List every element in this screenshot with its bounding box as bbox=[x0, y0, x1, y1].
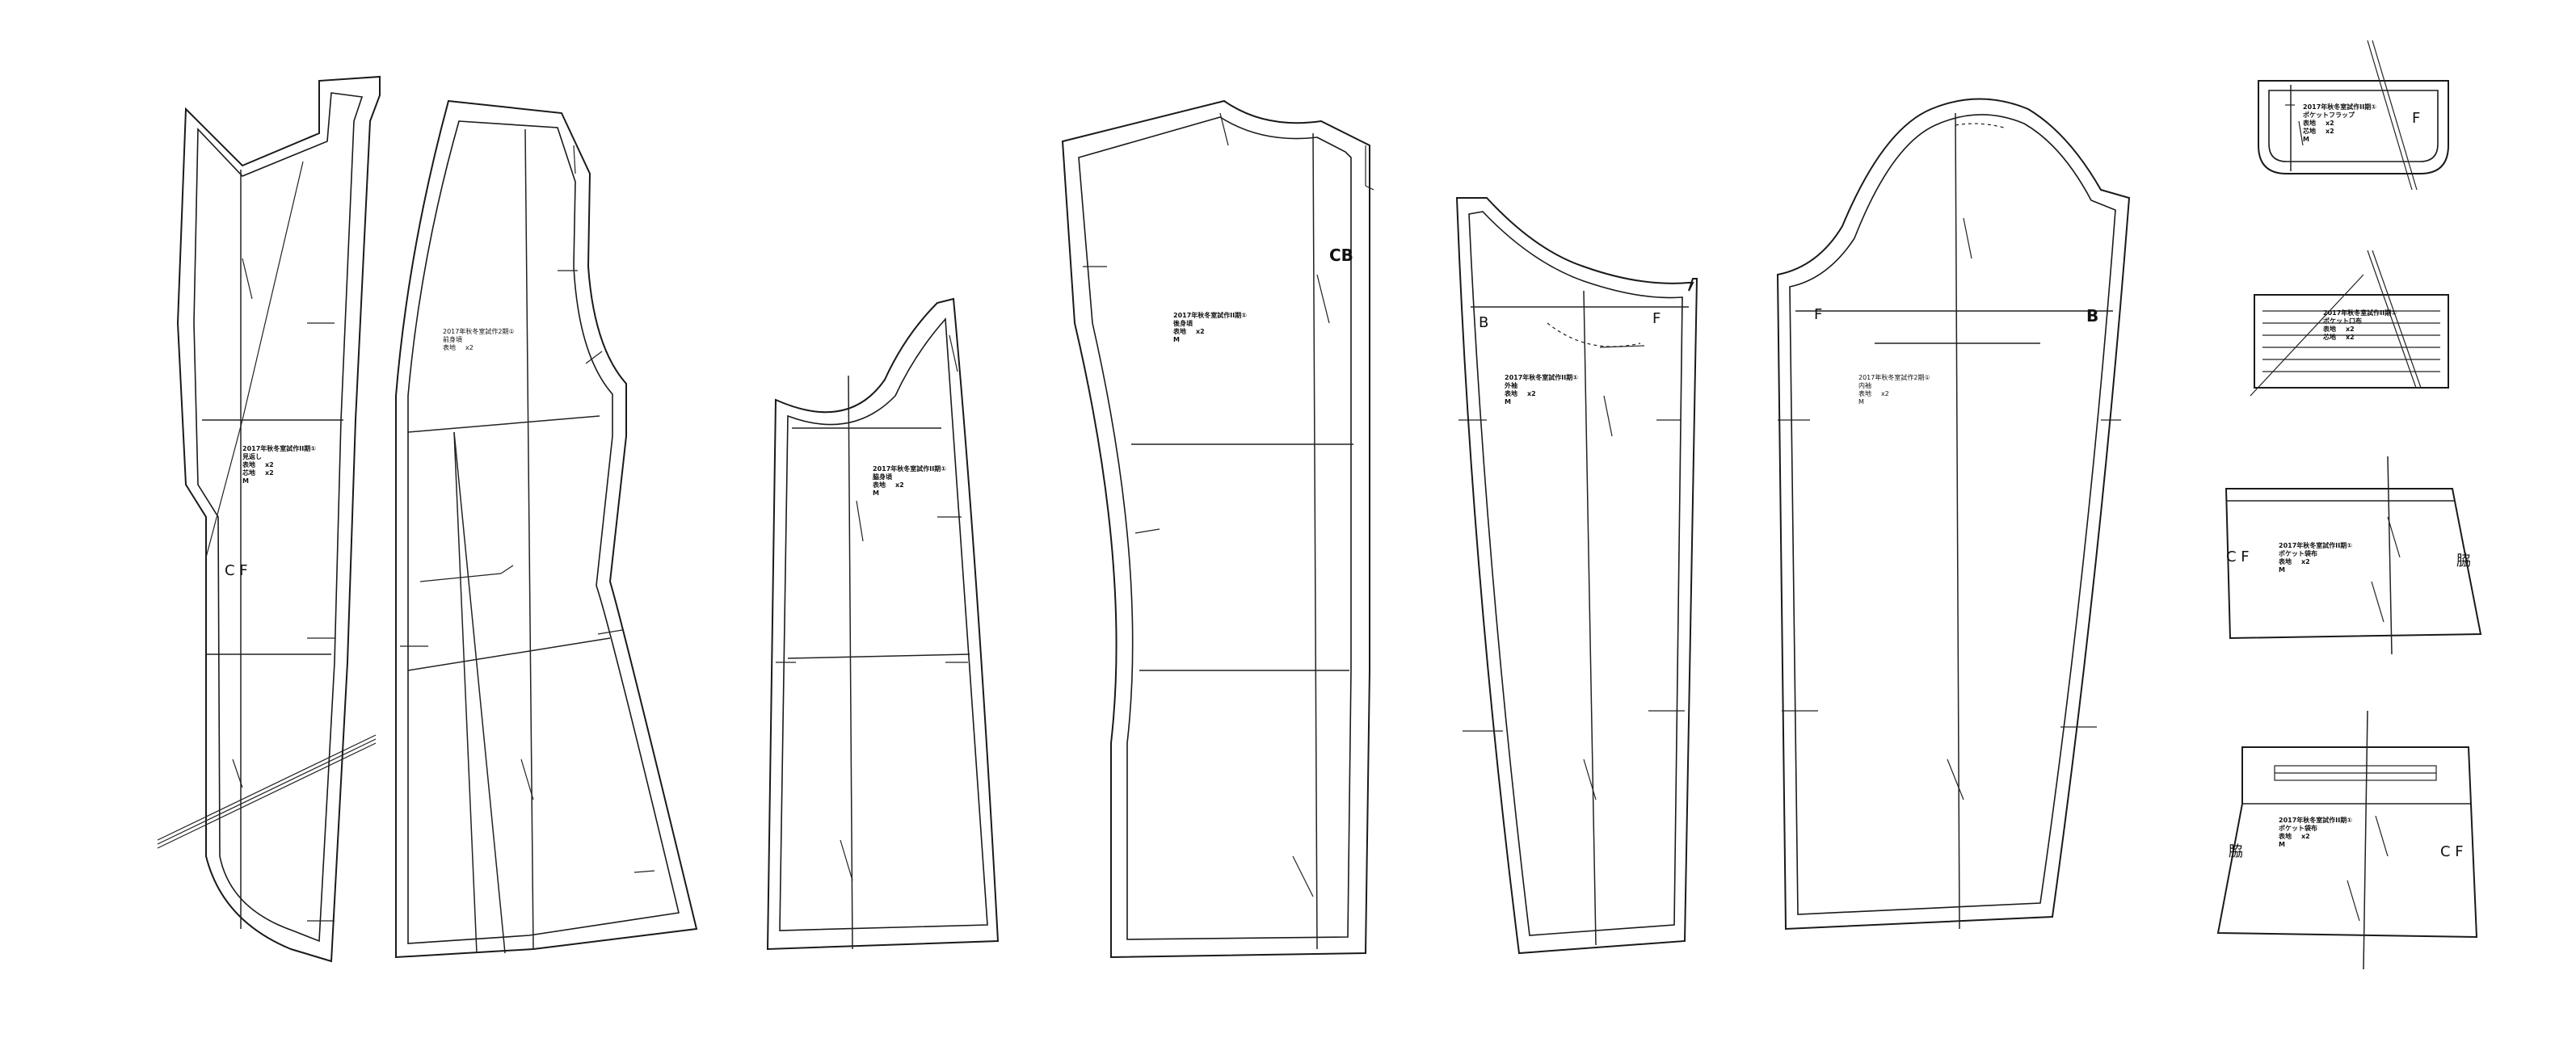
label-pattern-name: 2017年秋冬室試作II期① bbox=[2279, 816, 2352, 824]
label-fabric: 表地 bbox=[872, 481, 886, 489]
label-qty: x2 bbox=[2346, 334, 2355, 341]
label-qty: x2 bbox=[2326, 120, 2334, 127]
label-pattern-name: 2017年秋冬室試作II期① bbox=[2303, 103, 2376, 111]
label-pattern-name: 2017年秋冬室試作II期① bbox=[1173, 311, 1247, 319]
label-qty: x2 bbox=[465, 344, 474, 351]
label-size: M bbox=[2279, 566, 2285, 574]
label-size: M bbox=[2303, 136, 2309, 143]
mark-front: F bbox=[1652, 310, 1661, 327]
mark-center-back: CB bbox=[1329, 246, 1353, 265]
label-size: M bbox=[1505, 398, 1511, 405]
label-piece-name: 見返し bbox=[242, 452, 262, 460]
label-pattern-name: 2017年秋冬室試作II期① bbox=[2279, 541, 2352, 549]
label-piece-name: 後身頃 bbox=[1173, 319, 1193, 327]
label-lining: 芯地 bbox=[2323, 333, 2336, 341]
label-fabric: 表地 bbox=[1504, 389, 1517, 397]
label-size: M bbox=[873, 489, 879, 497]
label-qty: x2 bbox=[2301, 833, 2310, 840]
pattern-piece-front-body: 2017年秋冬室試作2期① 前身頃 表地 x2 bbox=[395, 99, 698, 959]
label-qty: x2 bbox=[1527, 390, 1536, 397]
label-pattern-name: 2017年秋冬室試作II期① bbox=[242, 444, 316, 452]
pattern-piece-back-body: 2017年秋冬室試作II期① 後身頃 表地 x2 M CB bbox=[1061, 99, 1374, 959]
pattern-piece-upper-sleeve: F B 2017年秋冬室試作2期① 内袖 表地 x2 M bbox=[1776, 98, 2131, 931]
label-size: M bbox=[242, 477, 249, 485]
label-qty: x2 bbox=[1881, 390, 1889, 397]
label-fabric: 表地 bbox=[2278, 832, 2292, 840]
label-pattern-name: 2017年秋冬室試作II期① bbox=[1505, 373, 1578, 381]
label-piece-name: ポケットフラップ bbox=[2303, 111, 2355, 119]
label-piece-name: 前身頃 bbox=[443, 335, 462, 343]
mark-front: F bbox=[2412, 110, 2420, 127]
pattern-piece-pocket-welt: 2017年秋冬室試作II期① ポケット口布 表地 x2 芯地 x2 bbox=[2250, 250, 2449, 397]
label-pattern-name: 2017年秋冬室試作2期① bbox=[1858, 373, 1930, 381]
label-qty: x2 bbox=[2326, 128, 2334, 135]
label-size: M bbox=[1173, 336, 1180, 343]
label-size: M bbox=[2279, 841, 2285, 848]
mark-center-front-small: C F bbox=[2440, 843, 2464, 860]
label-fabric: 表地 bbox=[443, 343, 456, 351]
label-size: M bbox=[1858, 398, 1864, 405]
label-piece-name: 脇身頃 bbox=[873, 473, 893, 481]
label-qty: x2 bbox=[895, 481, 904, 489]
label-pattern-name: 2017年秋冬室試作II期① bbox=[2323, 309, 2397, 317]
mark-center-front: C F bbox=[225, 562, 248, 579]
label-pattern-name: 2017年秋冬室試作II期① bbox=[873, 464, 946, 473]
label-piece-name: ポケット袋布 bbox=[2279, 824, 2317, 832]
label-fabric: 表地 bbox=[1172, 327, 1186, 335]
mark-side: 脇 bbox=[2229, 843, 2243, 860]
pattern-piece-front-facing: 2017年秋冬室試作II期① 見返し 表地 x2 芯地 x2 M C F bbox=[157, 75, 381, 963]
mark-back: B bbox=[2086, 306, 2098, 326]
label-fabric: 表地 bbox=[2278, 557, 2292, 565]
pattern-piece-side-panel: 2017年秋冬室試作II期① 脇身頃 表地 x2 M bbox=[766, 297, 1000, 951]
mark-back: B bbox=[1479, 314, 1488, 331]
label-lining: 芯地 bbox=[242, 468, 255, 477]
label-qty: x2 bbox=[1196, 328, 1205, 335]
label-fabric: 表地 bbox=[1858, 389, 1871, 397]
label-piece-name: ポケット口布 bbox=[2323, 317, 2362, 325]
label-fabric: 表地 bbox=[2302, 119, 2316, 127]
pattern-piece-under-sleeve: B F 2017年秋冬室試作II期① 外袖 表地 x2 M bbox=[1455, 197, 1698, 955]
label-lining: 芯地 bbox=[2303, 127, 2316, 135]
label-piece-name: ポケット袋布 bbox=[2279, 549, 2317, 557]
label-qty: x2 bbox=[265, 461, 274, 468]
pattern-piece-pocket-bag-upper: C F 脇 2017年秋冬室試作II期① ポケット袋布 表地 x2 M bbox=[2225, 456, 2482, 655]
label-qty: x2 bbox=[2301, 558, 2310, 565]
label-qty: x2 bbox=[265, 469, 274, 477]
label-fabric: 表地 bbox=[2322, 325, 2336, 333]
label-qty: x2 bbox=[2346, 326, 2355, 333]
pattern-piece-pocket-flap: F 2017年秋冬室試作II期① ポケットフラップ 表地 x2 芯地 x2 M bbox=[2258, 40, 2449, 191]
label-fabric: 表地 bbox=[242, 460, 255, 468]
mark-side: 脇 bbox=[2456, 553, 2471, 569]
pattern-piece-pocket-bag-lower: C F 脇 2017年秋冬室試作II期① ポケット袋布 表地 x2 M bbox=[2216, 710, 2478, 970]
label-piece-name: 内袖 bbox=[1858, 381, 1871, 389]
label-pattern-name: 2017年秋冬室試作2期① bbox=[443, 327, 515, 335]
mark-front: F bbox=[1814, 306, 1822, 323]
label-piece-name: 外袖 bbox=[1505, 381, 1517, 389]
mark-center-front-small: C F bbox=[2226, 548, 2250, 565]
